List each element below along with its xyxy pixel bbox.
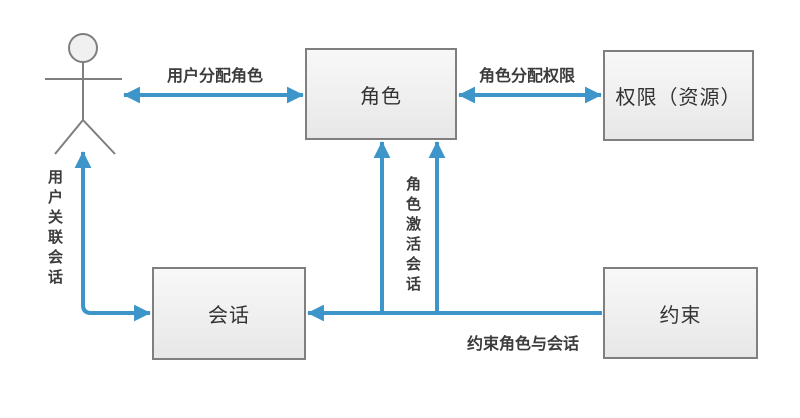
- user-session-arrow: [74, 151, 151, 322]
- actor-leg-left: [54, 119, 84, 155]
- user-actor-icon: [45, 33, 122, 155]
- edge-label-user-session: 用户关联会话: [46, 169, 63, 289]
- node-session: 会话: [152, 267, 306, 360]
- node-constraint-label: 约束: [659, 304, 702, 327]
- node-role-label: 角色: [360, 85, 402, 108]
- node-constraint: 约束: [603, 267, 758, 359]
- actor-head: [68, 33, 98, 63]
- actor-leg-right: [82, 119, 116, 155]
- edge-label-role-permission: 角色分配权限: [478, 68, 575, 85]
- edge-label-role-session: 角色激活会话: [404, 176, 421, 296]
- edge-label-constraint-role-session: 约束角色与会话: [466, 336, 579, 353]
- node-permission: 权限（资源）: [603, 50, 754, 141]
- node-permission-label: 权限（资源）: [615, 87, 742, 109]
- node-session-label: 会话: [208, 305, 250, 327]
- edge-label-user-role: 用户分配角色: [166, 68, 263, 85]
- node-role: 角色: [305, 48, 457, 140]
